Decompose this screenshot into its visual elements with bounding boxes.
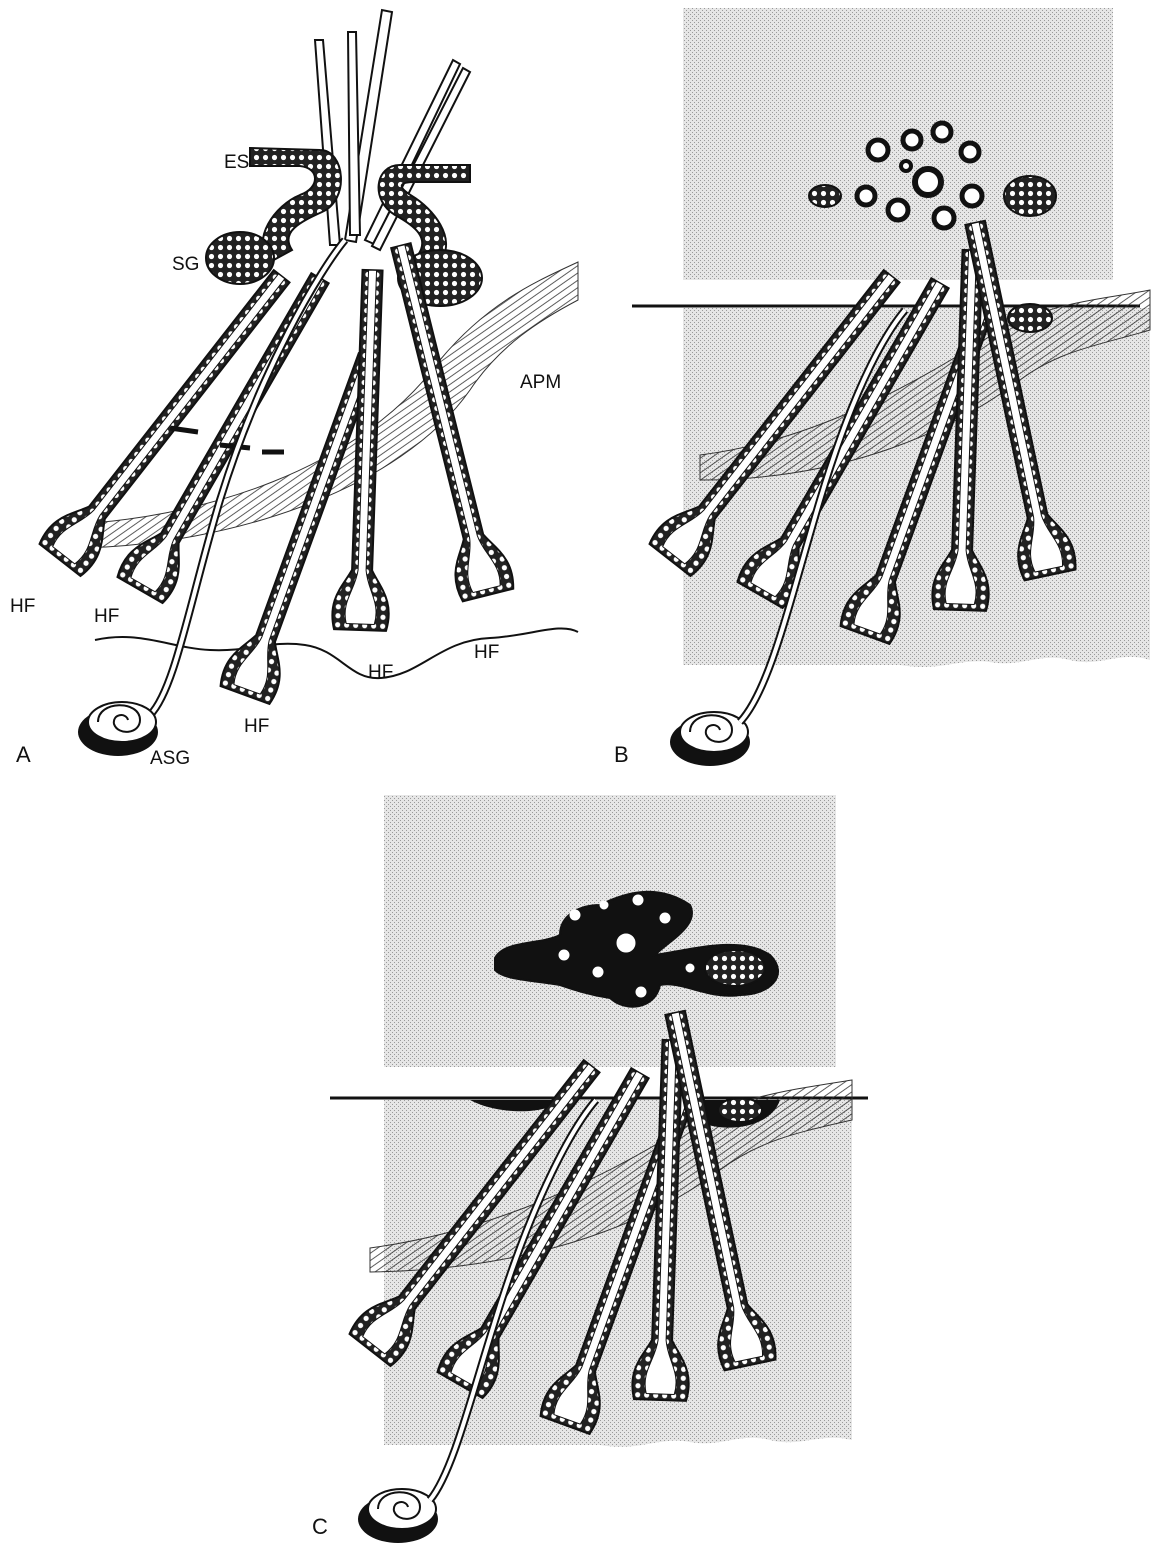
panel-label-c: C bbox=[312, 1514, 328, 1539]
panel-label-b: B bbox=[614, 742, 629, 767]
label-sg: SG bbox=[172, 254, 199, 275]
apocrine-sweat-gland-c bbox=[358, 1489, 438, 1543]
label-apm: APM bbox=[520, 372, 561, 393]
panel-label-a: A bbox=[16, 742, 31, 767]
sebaceous-gland-b bbox=[1008, 304, 1052, 332]
dermis-boundary-line bbox=[95, 628, 578, 678]
label-hf-5: HF bbox=[474, 642, 499, 663]
label-asg: ASG bbox=[150, 748, 190, 769]
label-hf-1: HF bbox=[10, 596, 35, 617]
label-hf-3: HF bbox=[244, 716, 269, 737]
panel-a: ES SG APM HF HF HF HF HF ASG A bbox=[10, 10, 578, 769]
sebaceous-gland-left bbox=[206, 232, 274, 284]
panel-c: C bbox=[312, 795, 868, 1543]
hair-follicles bbox=[38, 239, 516, 705]
label-hf-4: HF bbox=[368, 662, 393, 683]
label-hf-2: HF bbox=[94, 606, 119, 627]
panel-b: B bbox=[614, 8, 1150, 767]
label-es: ES bbox=[224, 152, 249, 173]
horizontal-section-b bbox=[683, 8, 1113, 280]
apocrine-sweat-gland bbox=[78, 702, 158, 756]
